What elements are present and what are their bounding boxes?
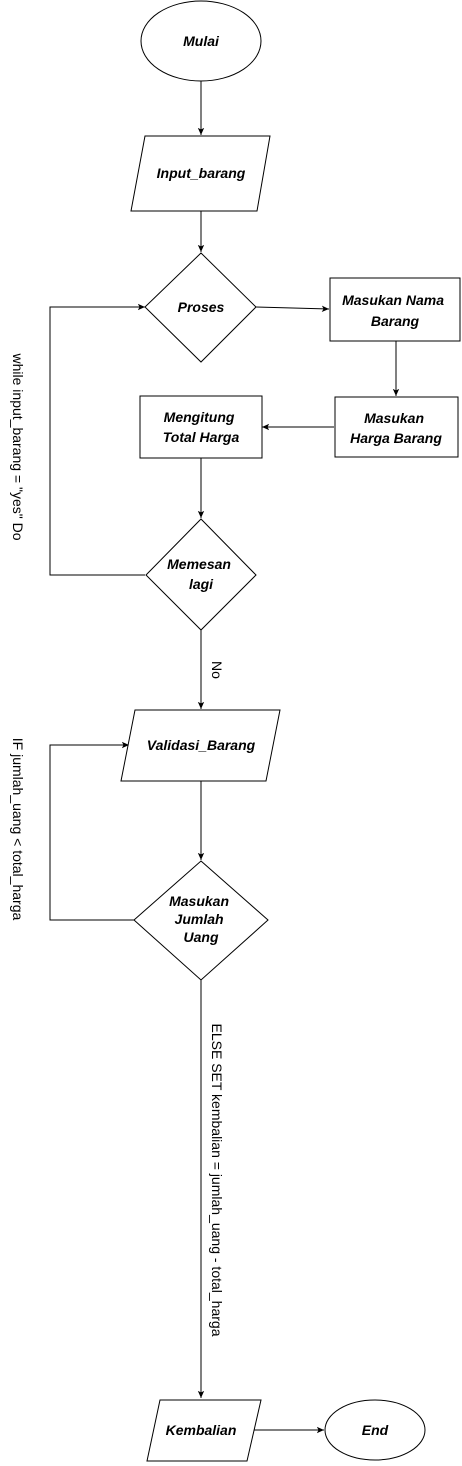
input-barang-label: Input_barang xyxy=(157,165,246,181)
edge-proses-to-nama xyxy=(255,305,330,313)
masukan-harga-barang-label: Masukan Harga Barang xyxy=(350,410,442,446)
mengitung-total-harga-box xyxy=(139,395,263,459)
start-terminator xyxy=(140,0,262,82)
masukan-jumlah-uang-label: Masukan Jumlah Uang xyxy=(169,893,233,945)
kembalian-parallelogram xyxy=(146,1399,262,1462)
edge-memesan-loop-to-proses xyxy=(49,303,145,576)
masukan-nama-barang-box xyxy=(329,277,461,342)
no-label: No xyxy=(209,661,225,679)
masukan-harga-barang-box xyxy=(334,396,459,458)
memesan-lagi-decision xyxy=(145,518,257,631)
start-label: Mulai xyxy=(183,33,220,49)
while-loop-label: while input_barang = "yes" Do xyxy=(10,353,26,541)
validasi-barang-label: Validasi_Barang xyxy=(147,737,256,753)
end-label: End xyxy=(362,1422,389,1438)
edge-jumlah-loop-to-validasi xyxy=(49,741,134,921)
proses-label: Proses xyxy=(178,299,225,315)
kembalian-label: Kembalian xyxy=(166,1422,237,1438)
else-set-label: ELSE SET kembalian = jumlah_uang - total… xyxy=(209,1024,225,1337)
input-barang-parallelogram xyxy=(130,135,271,212)
end-terminator xyxy=(324,1399,426,1461)
if-condition-label: IF jumlah_uang < total_harga xyxy=(10,738,26,921)
masukan-jumlah-uang-decision xyxy=(133,860,269,981)
masukan-nama-barang-label: Masukan Nama Barang xyxy=(342,292,448,329)
mengitung-total-harga-label: Mengitung Total Harga xyxy=(163,409,240,445)
validasi-barang-parallelogram xyxy=(120,709,281,782)
memesan-lagi-label: Memesan lagi xyxy=(167,556,235,592)
proses-decision xyxy=(144,252,257,363)
